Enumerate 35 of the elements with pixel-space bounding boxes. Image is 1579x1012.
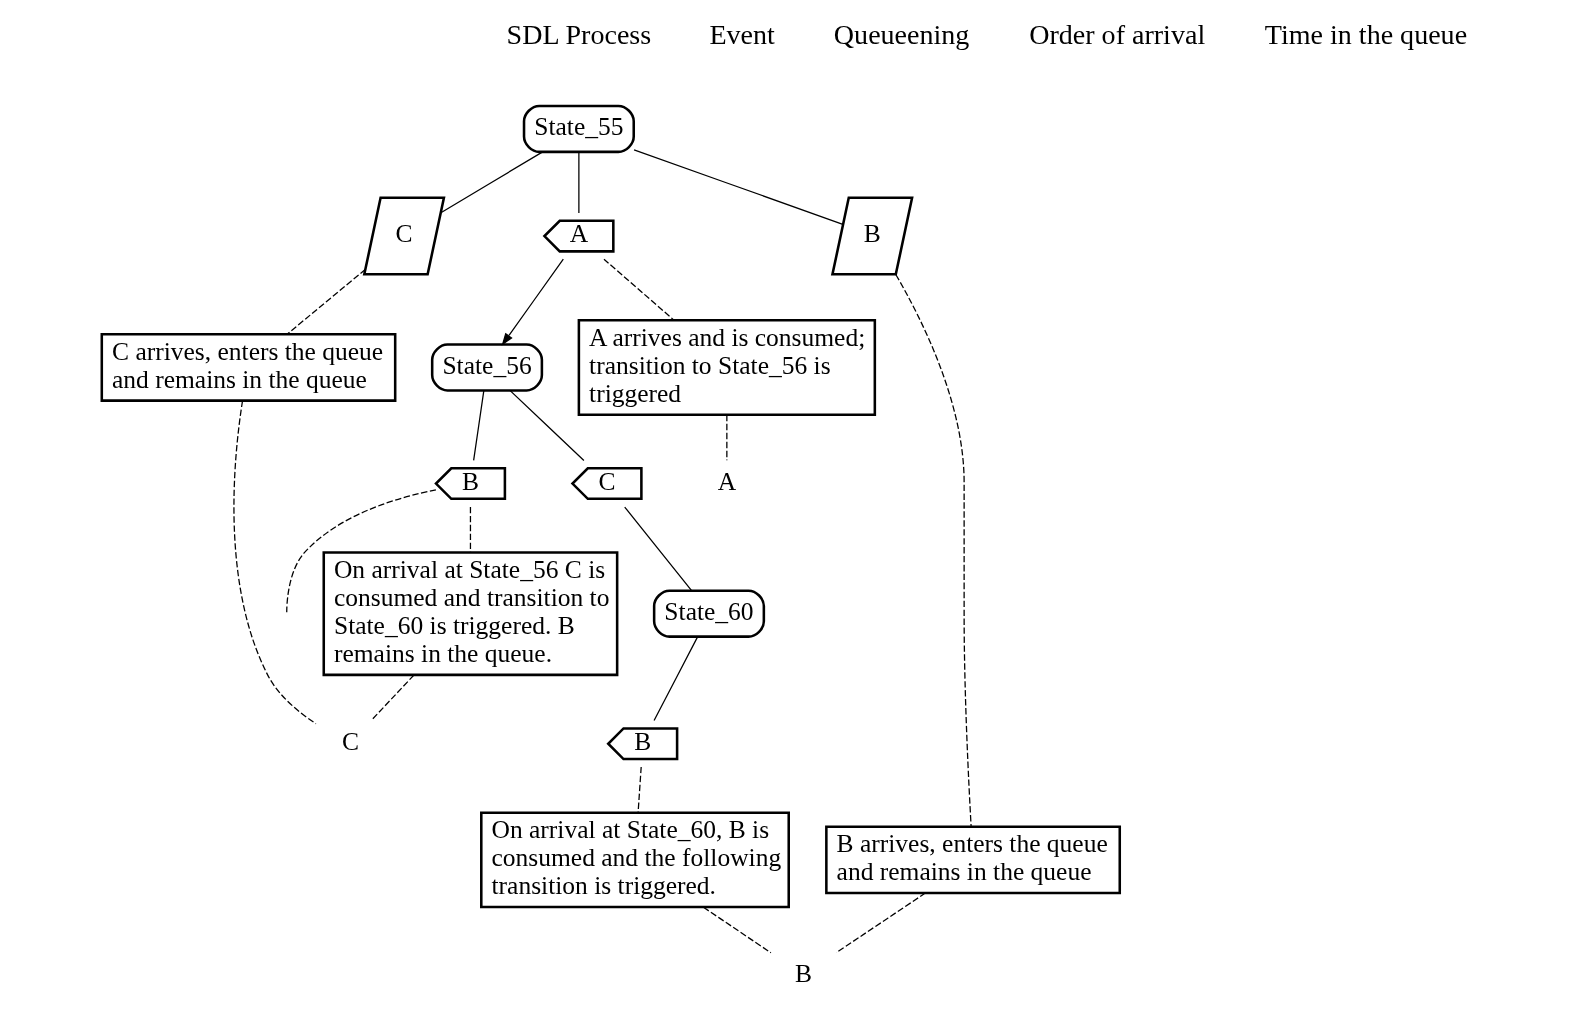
node-box: B arrives, enters the queue and remains in the queue [824,824,1121,894]
connector [894,273,972,827]
label: SDL Process [506,18,651,50]
connector [577,151,579,214]
connector [702,906,772,953]
connector [370,673,415,721]
connector [469,505,471,553]
node-box: C arrives, enters the queue and remains in the queue [100,332,396,402]
connector [623,505,692,591]
connector [725,413,727,461]
node-box: On arrival at State_60, B is consumed and the following transition is triggered. [479,810,790,908]
connector [652,636,698,721]
node-text: B [794,958,812,988]
node-box: State_60 [652,588,765,638]
connector [232,399,317,724]
connector [509,389,585,461]
node-box: State_56 [430,342,543,392]
connector [472,389,484,461]
node-text: C [341,726,359,756]
connector [286,268,366,335]
node-box: A arrives and is consumed; transition to State_56 is triggered [577,318,876,416]
connector [835,891,926,953]
label: Time in the queue [1264,18,1467,50]
connector [632,148,843,225]
node-box: On arrival at State_56 C is consumed and transition to State_60 is triggered. B remains in the queue. [321,550,618,676]
node-box: State_55 [522,104,635,153]
node-text: A [717,466,736,496]
connector [602,258,675,321]
label: Queueening [833,18,969,50]
connector [440,150,543,213]
label: Order of arrival [1028,18,1205,50]
arrow [501,258,564,346]
connector [285,488,437,613]
connector [637,765,642,813]
label: Event [708,18,775,50]
